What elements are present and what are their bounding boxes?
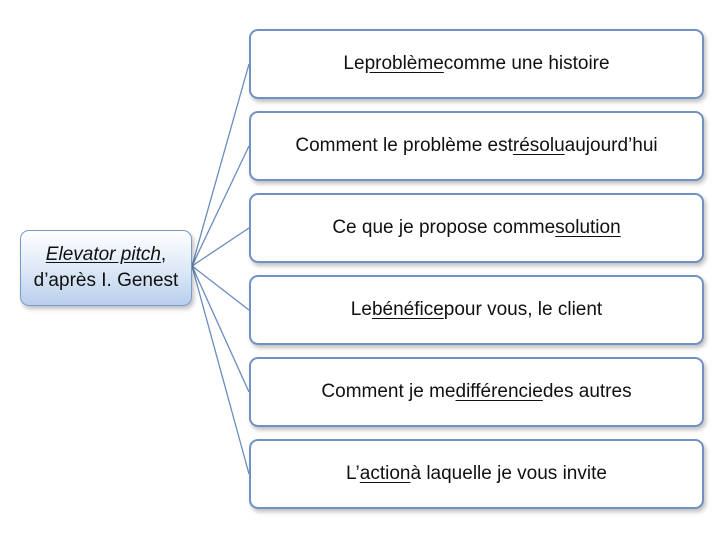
branch-text-after: comme une histoire xyxy=(443,53,610,74)
branch-node-5: Comment je me différencie des autres xyxy=(249,357,704,427)
branch-text-after: des autres xyxy=(542,381,632,402)
branch-text-after: à laquelle je vous invite xyxy=(410,463,607,484)
connector-1 xyxy=(191,63,250,267)
connector-2 xyxy=(191,145,250,267)
branch-text-before: Comment le problème est xyxy=(295,135,513,156)
branch-text-before: Ce que je propose comme xyxy=(332,217,556,238)
branch-keyword: bénéfice xyxy=(371,299,444,320)
branch-keyword: action xyxy=(359,463,411,484)
branch-node-6: L’action à laquelle je vous invite xyxy=(249,439,704,509)
root-subtitle: d’après I. Genest xyxy=(33,270,179,291)
root-title-suffix: , xyxy=(160,244,167,265)
connector-5 xyxy=(191,265,250,393)
branch-text-before: Le xyxy=(343,53,365,74)
branch-keyword: résolu xyxy=(512,135,565,156)
branch-text-before: Comment je me xyxy=(321,381,456,402)
branch-text-before: L’ xyxy=(346,463,360,484)
branch-keyword: problème xyxy=(364,53,444,74)
branch-text-after: pour vous, le client xyxy=(443,299,603,320)
branch-text-after: aujourd’hui xyxy=(564,135,658,156)
connector-6 xyxy=(191,265,250,475)
branch-node-2: Comment le problème est résolu aujourd’h… xyxy=(249,111,704,181)
connector-4 xyxy=(191,265,250,311)
root-title: Elevator pitch, xyxy=(46,242,166,268)
root-node: Elevator pitch, d’après I. Genest xyxy=(20,230,192,306)
root-title-italic: Elevator pitch xyxy=(45,244,161,265)
branch-node-3: Ce que je propose comme solution xyxy=(249,193,704,263)
branch-text-before: Le xyxy=(350,299,372,320)
branch-keyword: solution xyxy=(555,217,621,238)
branch-node-4: Le bénéfice pour vous, le client xyxy=(249,275,704,345)
branch-node-1: Le problème comme une histoire xyxy=(249,29,704,99)
branch-keyword: différencie xyxy=(455,381,543,402)
connector-3 xyxy=(191,227,250,267)
